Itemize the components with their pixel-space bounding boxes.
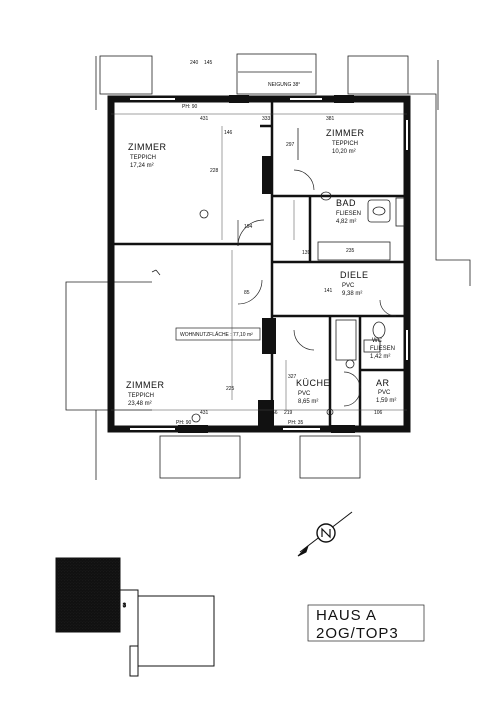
room-bad: BAD FLIESEN 4,82 m²: [336, 198, 361, 225]
site-plan: 3: [55, 557, 215, 677]
slope-text: NEIGUNG 38°: [268, 82, 300, 88]
dim-ph-top: PH: 90: [182, 104, 198, 110]
room-kueche: KÜCHE PVC 8,65 m²: [296, 378, 330, 405]
dim-66: 66: [272, 410, 278, 416]
room-area: 10,20 m²: [332, 149, 356, 155]
door-swings: [237, 169, 397, 407]
title-block: HAUS A 2OG/TOP3: [307, 604, 425, 642]
dim-ph-kueche: PH: 35: [288, 420, 304, 426]
dim-297: 297: [286, 142, 295, 148]
dim-ph-bottom: PH: 90: [176, 420, 192, 426]
dim-240: 240: [190, 60, 199, 66]
dim-145: 145: [204, 60, 213, 66]
dim-235: 235: [346, 248, 355, 254]
room-ar: AR PVC 1,59 m²: [376, 378, 396, 404]
living-area-box: WOHNNUTZFLÄCHE : 77,10 m²: [175, 327, 261, 341]
dim-194: 194: [244, 224, 253, 230]
wall-blocks: [178, 95, 355, 433]
room-zimmer3: ZIMMER TEPPICH 23,48 m²: [126, 380, 165, 407]
exterior-walls: [107, 95, 411, 433]
room-area: 1,59 m²: [376, 398, 396, 404]
dim-327: 327: [288, 374, 297, 380]
dim-106: 106: [374, 410, 383, 416]
room-floor: PVC: [342, 283, 355, 289]
dim-bottom-mid: 219: [284, 410, 293, 416]
room-name: BAD: [336, 198, 356, 208]
room-floor: PVC: [378, 390, 391, 396]
room-floor: TEPPICH: [332, 141, 358, 147]
room-name: ZIMMER: [326, 128, 365, 138]
room-wc: WC FLIESEN 1,42 m²: [370, 338, 395, 360]
room-diele: DIELE PVC 9,38 m²: [340, 270, 369, 297]
title-line-1: HAUS A: [316, 607, 377, 624]
dimension-labels: 431 381 431 219 PH: 90 PH: 90 PH: 35 240…: [176, 60, 383, 426]
windows: [130, 98, 408, 430]
dim-141: 141: [324, 288, 333, 294]
dim-bottom-left: 431: [200, 410, 209, 416]
dim-top-right: 381: [326, 116, 335, 122]
room-name: KÜCHE: [296, 378, 330, 388]
room-name: DIELE: [340, 270, 369, 280]
dim-146: 146: [224, 130, 233, 136]
slope-label: NEIGUNG 38°: [238, 71, 312, 88]
dimension-lines: [111, 113, 407, 411]
north-arrow-icon: [297, 511, 353, 557]
room-name: WC: [372, 338, 383, 344]
room-floor: FLIESEN: [370, 346, 395, 352]
site-label: 3: [123, 603, 126, 609]
title-line-2: 2OG/TOP3: [316, 625, 399, 642]
room-floor: TEPPICH: [130, 155, 156, 161]
room-zimmer1: ZIMMER TEPPICH 17,24 m²: [128, 142, 167, 169]
room-area: 9,38 m²: [342, 291, 362, 297]
room-area: 4,82 m²: [336, 219, 356, 225]
fixtures: [151, 128, 405, 423]
room-floor: TEPPICH: [128, 393, 154, 399]
room-name: ZIMMER: [128, 142, 167, 152]
room-floor: FLIESEN: [336, 211, 361, 217]
dim-85: 85: [244, 290, 250, 296]
dim-225: 225: [226, 386, 235, 392]
room-zimmer2: ZIMMER TEPPICH 10,20 m²: [326, 128, 365, 155]
room-name: ZIMMER: [126, 380, 165, 390]
room-area: 8,65 m²: [298, 399, 318, 405]
room-floor: PVC: [298, 391, 311, 397]
room-area: 17,24 m²: [130, 163, 154, 169]
dim-139: 139: [302, 250, 311, 256]
dim-333: 333: [262, 116, 271, 122]
room-area: 1,42 m²: [370, 354, 390, 360]
dim-228: 228: [210, 168, 219, 174]
living-area-label: WOHNNUTZFLÄCHE : 77,10 m²: [180, 331, 253, 338]
dim-top-left: 431: [200, 116, 209, 122]
room-name: AR: [376, 378, 390, 388]
room-area: 23,48 m²: [128, 401, 152, 407]
